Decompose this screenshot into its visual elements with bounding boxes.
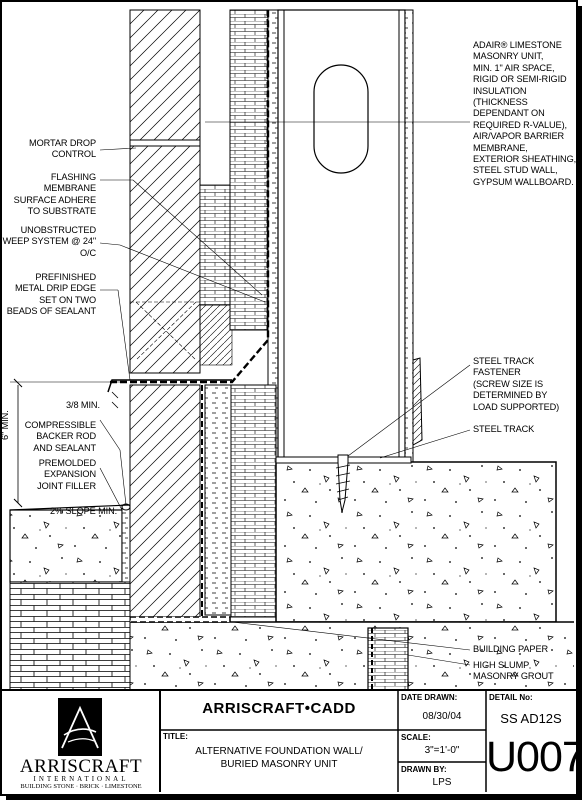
- mortar-drop-control: [199, 184, 231, 306]
- insulation: [229, 9, 269, 331]
- callout-backer-rod: COMPRESSIBLE BACKER ROD AND SEALANT: [24, 420, 96, 453]
- logo-name: ARRISCRAFT: [19, 756, 143, 777]
- title-line-2: BURIED MASONRY UNIT: [220, 759, 338, 770]
- callout-mortar-drop: MORTAR DROP CONTROL: [29, 138, 96, 160]
- limestone-unit-upper: [129, 9, 201, 374]
- exterior-slab: [9, 509, 123, 583]
- date-label: DATE DRAWN:: [401, 693, 458, 702]
- detail-number: U007: [486, 733, 582, 781]
- callout-slope: 2% SLOPE MIN.: [50, 506, 118, 516]
- scale-label: SCALE:: [401, 733, 431, 742]
- title-line-1: ALTERNATIVE FOUNDATION WALL/: [195, 746, 363, 757]
- stud-knockout: [313, 64, 369, 174]
- title-label: TITLE:: [163, 732, 188, 741]
- scale-value: 3"=1'-0": [424, 745, 460, 756]
- masonry-grout: [367, 627, 409, 691]
- foundation-insulation: [230, 384, 277, 618]
- logo-tagline: BUILDING STONE · BRICK · LIMESTONE: [20, 783, 142, 790]
- gypsum-wallboard: [404, 9, 414, 463]
- track-fastener: [337, 454, 349, 513]
- callout-track-fastener: STEEL TRACK FASTENER (SCREW SIZE IS DETE…: [473, 356, 560, 412]
- drawn-by-value: LPS: [432, 777, 452, 788]
- callout-3-8-min: 3/8 MIN.: [66, 400, 100, 410]
- callout-steel-track: STEEL TRACK: [473, 424, 535, 434]
- title-block: [2, 689, 576, 792]
- callout-drip-edge: PREFINISHED METAL DRIP EDGE SET ON TWO B…: [6, 272, 96, 317]
- callout-joint-filler: PREMOLDED EXPANSION JOINT FILLER: [37, 458, 96, 491]
- date-value: 08/30/04: [422, 711, 462, 722]
- callout-flashing: FLASHING MEMBRANE SURFACE ADHERE TO SUBS…: [13, 172, 96, 217]
- logo-sub: INTERNATIONAL: [33, 775, 129, 783]
- limestone-unit-lower: [129, 384, 201, 618]
- detail-label: DETAIL No:: [489, 693, 533, 702]
- callout-wall-assembly: ADAIR® LIMESTONE MASONRY UNIT, MIN. 1" A…: [473, 40, 577, 187]
- leader-lines: [99, 121, 471, 666]
- flashing-membrane: [110, 10, 270, 384]
- callout-building-paper: BUILDING PAPER: [473, 644, 549, 654]
- arriscraft-logo-mark: [58, 698, 102, 756]
- callout-weep: UNOBSTRUCTED WEEP SYSTEM @ 24" O/C: [2, 225, 97, 258]
- concrete-slab: [275, 461, 557, 623]
- exterior-paving: [9, 581, 131, 691]
- company-name: ARRISCRAFT•CADD: [202, 700, 356, 717]
- dimension-6-min: 6" MIN.: [0, 410, 10, 440]
- detail-code: SS AD12S: [500, 711, 562, 726]
- expansion-joint: [121, 504, 131, 583]
- drawn-by-label: DRAWN BY:: [401, 765, 447, 774]
- callout-grout: HIGH SLUMP MASONRY GROUT: [473, 660, 554, 682]
